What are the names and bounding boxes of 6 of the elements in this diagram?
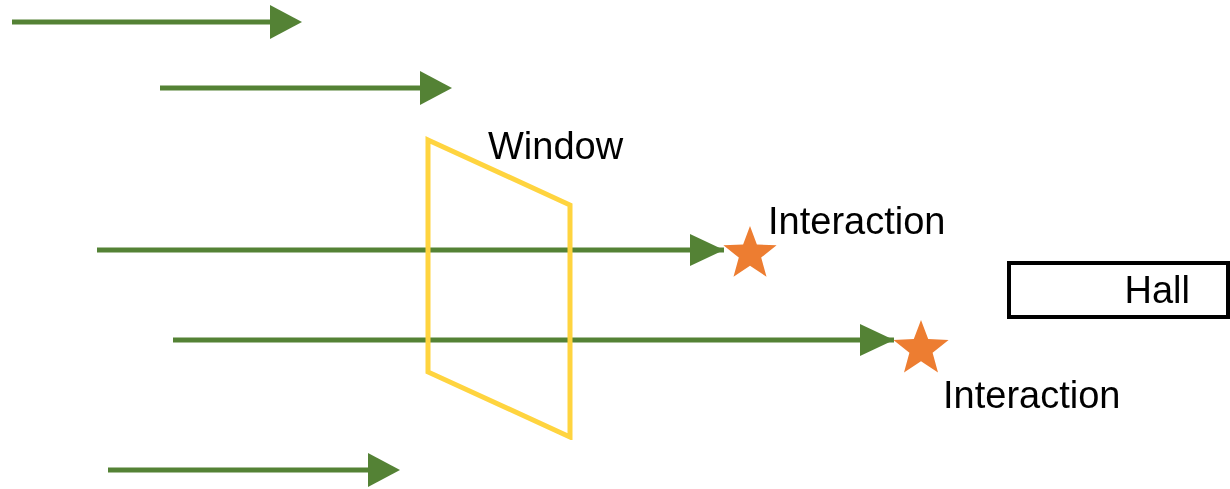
- hall-box: Hall: [1007, 261, 1230, 319]
- window-label: Window: [488, 127, 624, 165]
- arrow: [97, 234, 724, 266]
- interaction-label: Interaction: [943, 376, 1121, 414]
- interaction-label: Interaction: [768, 202, 946, 240]
- arrow: [173, 324, 894, 356]
